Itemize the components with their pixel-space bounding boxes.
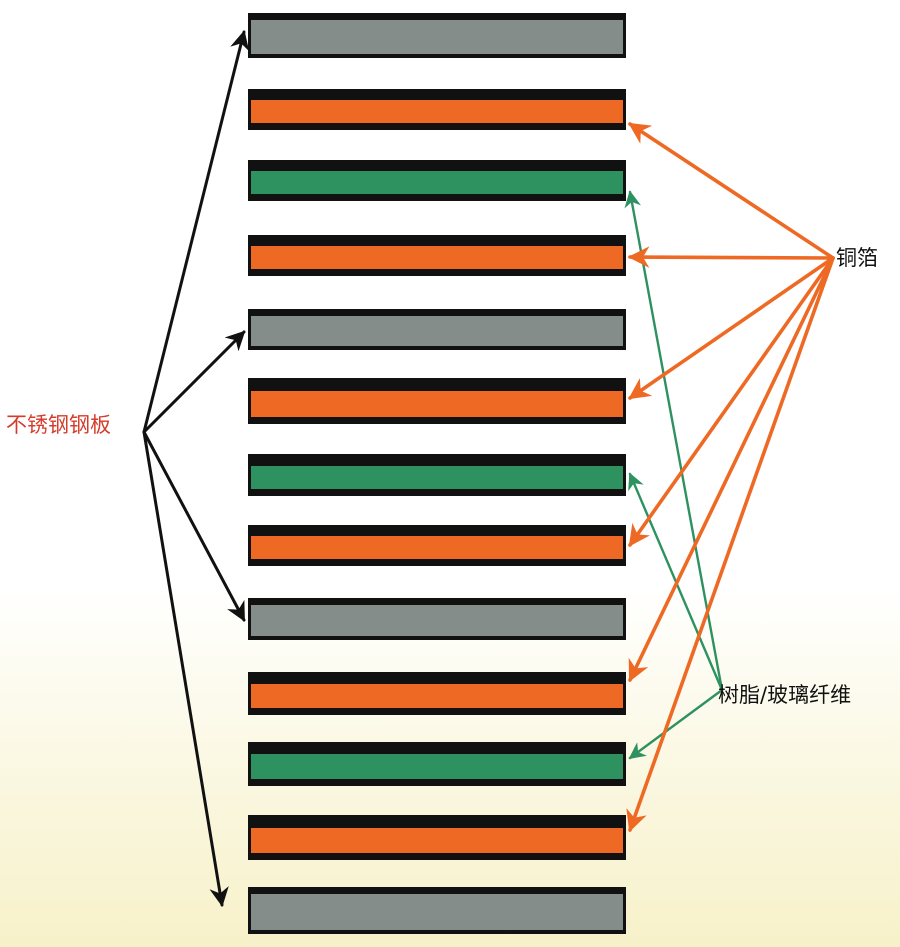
layer-copper: [248, 235, 626, 276]
layer-copper: [248, 525, 626, 566]
steel-arrow: [142, 330, 246, 434]
layer-resin: [248, 160, 626, 201]
steel-arrow: [142, 430, 246, 622]
layer-steel: [248, 887, 626, 934]
resin-fiberglass-label: 树脂/玻璃纤维: [718, 683, 852, 707]
layer-resin: [248, 742, 626, 786]
resin-arrow: [624, 190, 724, 692]
stainless-steel-plate-label: 不锈钢钢板: [6, 413, 111, 437]
layer-copper: [248, 815, 626, 860]
layer-steel: [248, 309, 626, 350]
layer-steel: [248, 13, 626, 58]
copper-arrow: [628, 256, 835, 682]
copper-arrow: [628, 256, 835, 547]
copper-arrow: [628, 122, 835, 260]
layer-copper: [248, 89, 626, 130]
arrow-group: [142, 30, 835, 907]
resin-arrow: [628, 688, 724, 760]
copper-foil-label: 铜箔: [836, 246, 878, 270]
layer-copper: [248, 672, 626, 715]
layer-steel: [248, 598, 626, 640]
layer-copper: [248, 378, 626, 424]
layer-resin: [248, 454, 626, 496]
copper-arrow: [627, 246, 835, 268]
copper-arrow: [628, 256, 835, 400]
copper-arrow: [626, 256, 835, 833]
layer-stack: [248, 13, 626, 934]
steel-arrow: [142, 430, 229, 907]
steel-arrow: [142, 30, 250, 434]
